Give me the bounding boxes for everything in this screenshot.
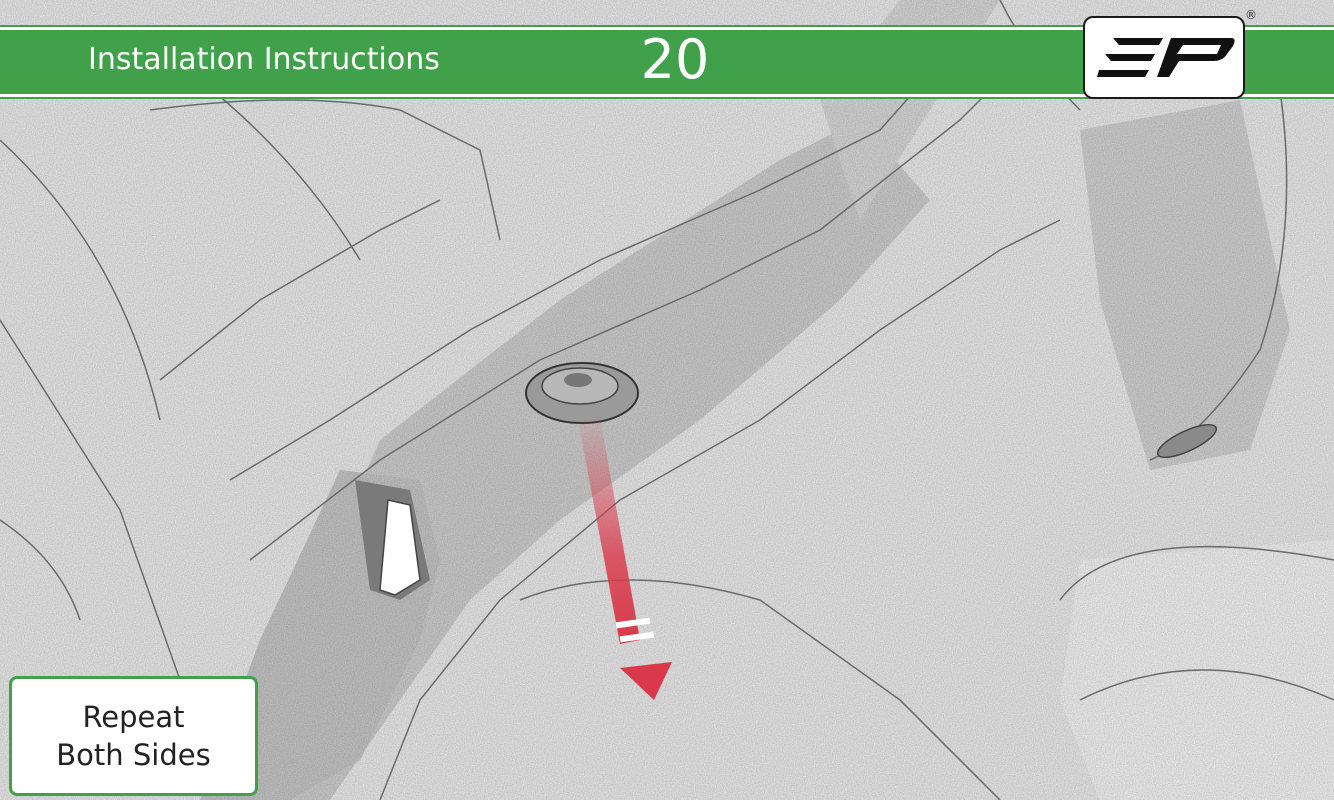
registered-mark: ® (1242, 6, 1260, 24)
repeat-note: Repeat Both Sides (9, 676, 258, 796)
ep-logo (1083, 16, 1245, 99)
step-number: 20 (620, 29, 730, 89)
repeat-note-line-2: Both Sides (56, 736, 210, 774)
page-title: Installation Instructions (88, 38, 440, 82)
repeat-note-line-1: Repeat (82, 698, 184, 736)
ep-logo-icon (1093, 32, 1237, 84)
